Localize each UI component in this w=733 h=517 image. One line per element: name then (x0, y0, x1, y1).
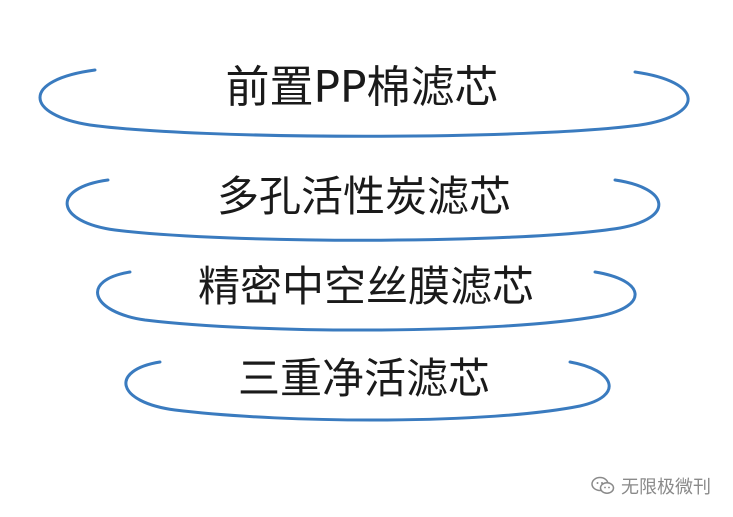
filter-layer-label-3: 精密中空丝膜滤芯 (197, 262, 535, 311)
filter-ring-3 (96, 270, 637, 332)
filter-ring-4 (124, 360, 611, 422)
filter-layer-label-4: 三重净活滤芯 (237, 354, 491, 403)
filter-ring-1 (38, 68, 690, 138)
watermark-text: 无限极微刊 (621, 477, 711, 498)
filter-ring-2 (65, 178, 661, 242)
wechat-icon (591, 476, 615, 494)
filter-layer-label-2: 多孔活性炭滤芯 (216, 172, 512, 221)
filter-layer-label-1: 前置PP棉滤芯 (225, 62, 499, 113)
watermark: 无限极微刊 (591, 473, 711, 499)
